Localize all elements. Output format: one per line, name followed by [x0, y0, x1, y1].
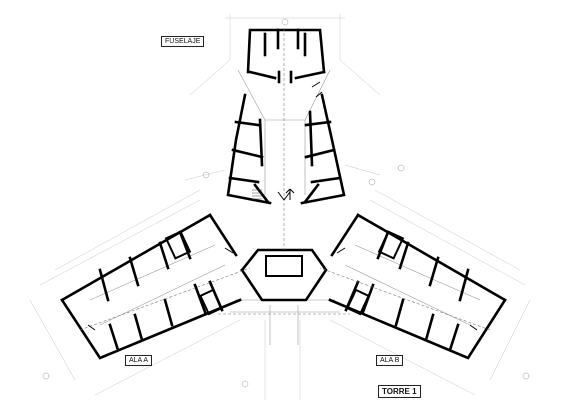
direction-arrows	[87, 81, 478, 331]
axis-lines	[79, 28, 491, 331]
walls	[60, 28, 507, 360]
label-ala-b: ALA B	[376, 355, 404, 366]
label-fuselaje: FUSELAJE	[161, 36, 205, 47]
label-torre: TORRE 1	[378, 385, 421, 398]
axis-markers	[42, 18, 530, 388]
interior-lines	[89, 69, 481, 345]
label-ala-a: ALA A	[125, 355, 153, 366]
stair-hatch	[252, 189, 262, 200]
